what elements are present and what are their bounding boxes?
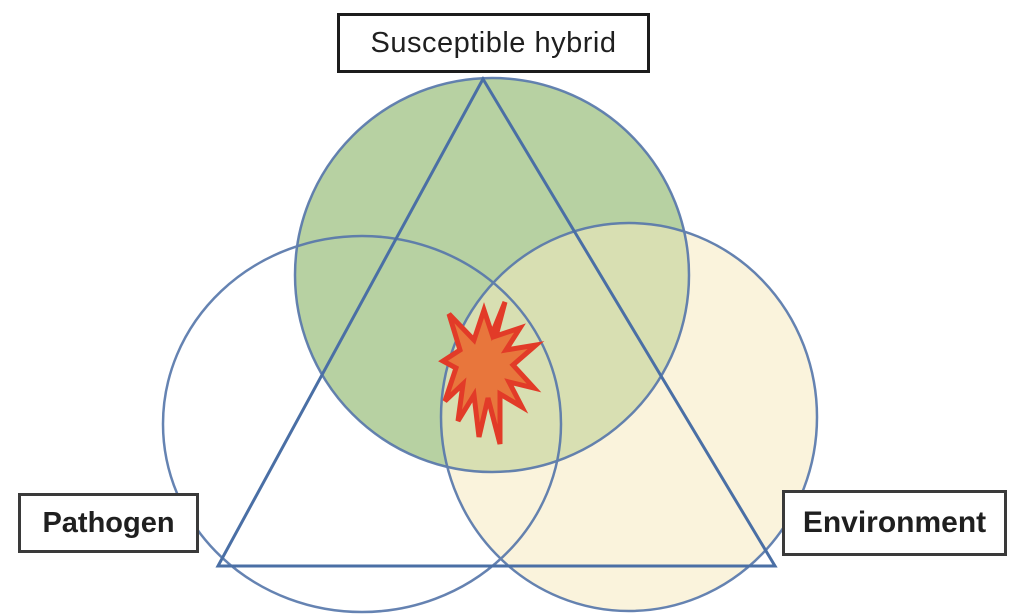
pathogen-label-box: Pathogen — [18, 493, 199, 553]
disease-outbreak-burst-icon — [438, 301, 545, 445]
environment-circle-outline — [439, 221, 819, 613]
susceptible-hybrid-label: Susceptible hybrid — [370, 26, 617, 59]
environment-label: Environment — [802, 506, 987, 539]
pathogen-circle-outline — [161, 234, 563, 614]
circle-outlines — [161, 76, 819, 614]
disease-triangle — [215, 75, 778, 568]
host-circle-outline — [293, 76, 691, 474]
susceptible-hybrid-label-box: Susceptible hybrid — [337, 13, 650, 73]
environment-label-box: Environment — [782, 490, 1007, 556]
pathogen-label: Pathogen — [42, 506, 175, 539]
